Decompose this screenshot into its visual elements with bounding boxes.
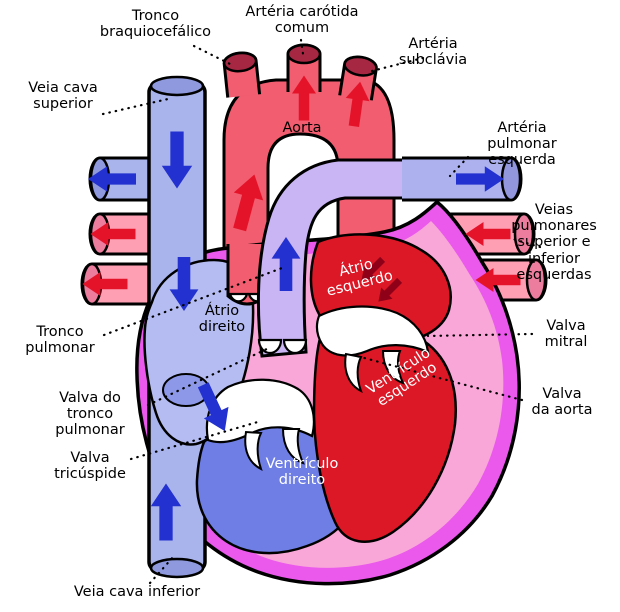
mitral-valve-shape [315, 305, 430, 394]
leader-valva-mitral [426, 332, 534, 338]
leader-veia-cava-inferior [148, 554, 176, 585]
pulmonary-valve-shape [282, 338, 308, 355]
subclavian-artery-shape [338, 55, 378, 101]
leader-carotida [299, 38, 305, 56]
label-atrio-direito: Átrio direito [198, 303, 246, 336]
label-veias-pulmonares: Veias pulmonares superior e inferior esq… [511, 202, 597, 283]
label-valva-da-aorta: Valva da aorta [531, 386, 593, 419]
leader-lines [101, 38, 542, 585]
label-veia-cava-superior: Veia cava superior [28, 80, 98, 113]
label-veia-cava-inferior: Veia cava inferior [73, 584, 201, 600]
label-arteria-carotida-comum: Artéria carótida comum [245, 4, 359, 37]
leader-tronco-pulmonar [102, 266, 284, 337]
leader-veia-cava-superior [101, 97, 170, 116]
leader-tronco-braquiocefalico [192, 44, 236, 68]
label-valva-do-tronco-pulmonar: Valva do tronco pulmonar [55, 390, 125, 439]
aortic-valve-shape [228, 292, 249, 303]
label-tronco-pulmonar: Tronco pulmonar [25, 324, 95, 357]
label-valva-tricuspide: Valva tricúspide [54, 450, 126, 483]
pulmonary-trunk-shape [256, 158, 412, 358]
label-aorta: Aorta [282, 120, 322, 136]
label-arteria-pulmonar-esquerda: Artéria pulmonar esquerda [487, 120, 557, 169]
label-tronco-braquiocefalico: Tronco braquiocefálico [99, 8, 212, 41]
label-ventriculo-direito: Ventrículo direito [265, 456, 339, 489]
leader-veias-pulmonares [511, 237, 542, 249]
label-valva-mitral: Valva mitral [544, 318, 588, 351]
brachiocephalic-trunk-shape [222, 51, 262, 98]
leader-arteria-pulmonar-esquerda [448, 155, 470, 178]
tricuspid-valve-shape [205, 378, 315, 471]
label-arteria-subclavia: Artéria subclávia [398, 36, 468, 69]
carotid-artery-shape [286, 43, 322, 92]
pulmonary-valve-shape [257, 338, 283, 355]
